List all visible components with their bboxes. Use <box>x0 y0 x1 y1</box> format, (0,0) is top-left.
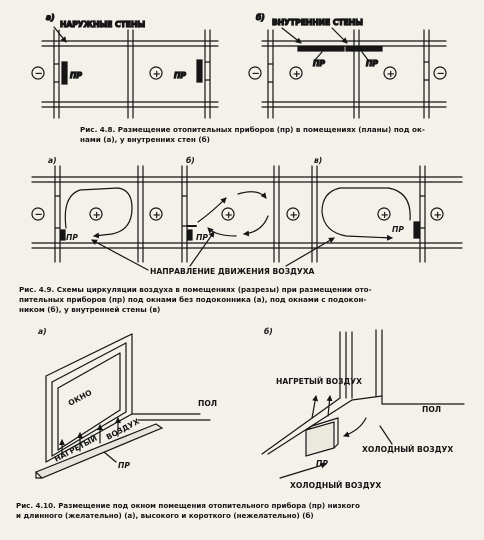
cold-air-label-2: ХОЛОДНЫЙ ВОЗДУХ <box>290 481 381 490</box>
plus-symbol: + <box>293 69 301 80</box>
fig49-c-letter: в) <box>314 156 322 165</box>
radiator <box>187 229 193 241</box>
minus-symbol: − <box>437 69 445 80</box>
radiator <box>61 61 68 85</box>
fig49-b-pr: ПР <box>196 233 208 242</box>
minus-symbol: − <box>35 69 43 80</box>
fig410-a-pr: ПР <box>118 461 130 470</box>
fig48-a-pr-label: ПР <box>70 71 82 80</box>
plus-symbol: + <box>153 210 161 221</box>
fig410-panel-b: б) ПОЛ НАГРЕТЫЙ ВОЗДУХ ПР ХОЛОДНЫЙ В <box>261 327 465 490</box>
fig49-panel-a: а) ПР − + + <box>31 156 163 263</box>
floor-label: ПОЛ <box>422 405 441 414</box>
leader-line <box>53 26 67 43</box>
fig48-caption-1: Рис. 4.8. Размещение отопительных прибор… <box>80 125 425 134</box>
fig410-b-letter: б) <box>264 327 273 336</box>
plus-symbol: + <box>387 69 395 80</box>
plus-symbol: + <box>290 210 298 221</box>
minus-sign <box>31 66 45 80</box>
fig49-caption-1: Рис. 4.9. Схемы циркуляции воздуха в пом… <box>19 285 372 294</box>
fig410-caption-1: Рис. 4.10. Размещение под окном помещени… <box>16 501 360 510</box>
plus-symbol: + <box>381 210 389 221</box>
fig410-panel-a: а) ОКНО ПОЛ НАГРЕТЫЙ ВОЗДУХ ПР <box>34 327 217 479</box>
fig49-caption-3: ником (б), у внутренней стены (в) <box>19 305 160 314</box>
fig49-b-letter: б) <box>186 156 195 165</box>
window-label: ОКНО <box>67 388 94 408</box>
fig49-c-pr: ПР <box>392 225 404 234</box>
cold-air-label-1: ХОЛОДНЫЙ ВОЗДУХ <box>362 445 453 454</box>
plus-symbol: + <box>93 210 101 221</box>
fig48-caption-2: нами (а), у внутренних стен (б) <box>80 135 210 144</box>
figure-4-10: а) ОКНО ПОЛ НАГРЕТЫЙ ВОЗДУХ ПР <box>16 327 465 520</box>
plus-symbol: + <box>153 69 161 80</box>
radiator <box>413 221 420 239</box>
air-loop-arrow <box>64 187 133 239</box>
fig48-panel-a: а) НАРУЖНЫЕ СТЕНЫ ПР ПР − + <box>31 12 219 119</box>
minus-symbol: − <box>252 69 260 80</box>
fig410-a-letter: а) <box>38 327 47 336</box>
floor-label: ПОЛ <box>198 399 217 408</box>
heated-air-label: НАГРЕТЫЙ ВОЗДУХ <box>276 377 362 386</box>
radiator <box>60 229 66 241</box>
air-direction-label: НАПРАВЛЕНИЕ ДВИЖЕНИЯ ВОЗДУХА <box>150 267 315 276</box>
fig49-caption-2: пительных приборов (пр) под окнами без п… <box>19 295 366 304</box>
radiator <box>297 46 345 52</box>
figure-4-8: а) НАРУЖНЫЕ СТЕНЫ ПР ПР − + б <box>31 12 447 144</box>
fig48-panel-b: б) ВНУТРЕННИЕ СТЕНЫ ПР ПР − + <box>248 12 447 119</box>
fig49-panel-c: в) ПР + + <box>311 156 444 263</box>
minus-symbol: − <box>35 210 43 221</box>
figure-4-9: а) ПР − + + б) ПР <box>19 156 463 314</box>
radiator <box>345 46 383 52</box>
fig48-b-pr-label-2: ПР <box>366 59 378 68</box>
fig410-caption-2: и длинного (желательно) (а), высокого и … <box>16 511 314 520</box>
fig48-b-pr-label: ПР <box>313 59 325 68</box>
plus-sign <box>149 66 163 80</box>
fig49-a-pr: ПР <box>66 233 78 242</box>
fig48-b-walls-label: ВНУТРЕННИЕ СТЕНЫ <box>272 18 363 27</box>
fig49-a-letter: а) <box>48 156 57 165</box>
fig48-a-pr-label-2: ПР <box>174 71 186 80</box>
fig48-a-letter: а) <box>46 13 55 22</box>
plus-symbol: + <box>225 210 233 221</box>
fig48-a-walls-label: НАРУЖНЫЕ СТЕНЫ <box>60 20 145 29</box>
fig48-b-letter: б) <box>256 13 265 22</box>
radiator <box>196 59 203 83</box>
fig49-panel-b: б) ПР + + <box>181 156 300 263</box>
plus-symbol: + <box>434 210 442 221</box>
